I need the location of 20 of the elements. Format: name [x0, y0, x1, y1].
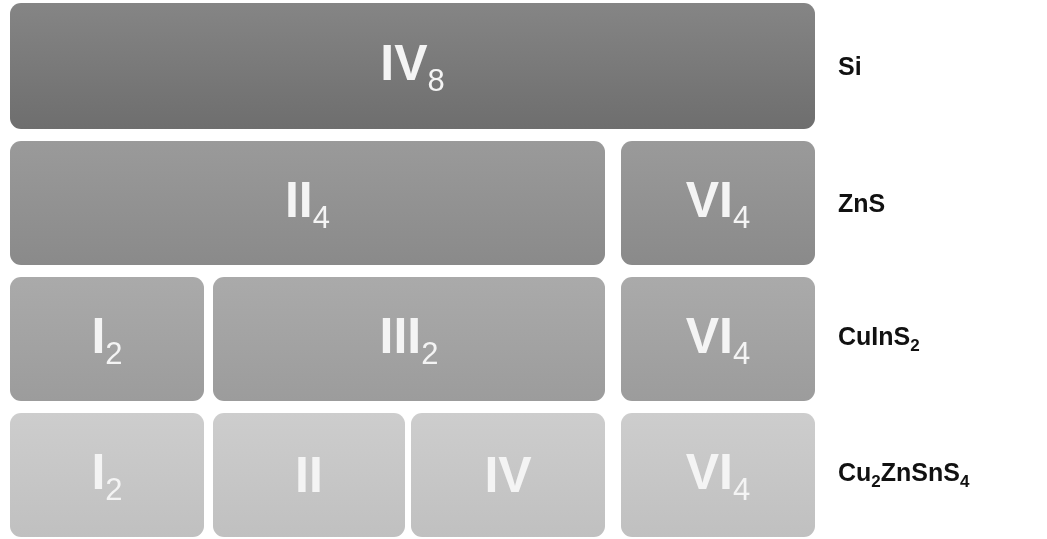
compound-formula: Si [838, 51, 862, 81]
compound-formula: ZnS [838, 188, 886, 218]
group-number: VI$_{4}$ [685, 170, 751, 236]
element-block [10, 3, 815, 129]
element-block [10, 141, 605, 265]
group-number: III$_{2}$ [379, 306, 439, 372]
compound-formula: Cu$_{2}$ZnSnS$_{4}$ [838, 458, 970, 492]
element-block [621, 141, 815, 265]
group-number: I$_{2}$ [91, 306, 123, 372]
element-block [213, 277, 605, 401]
element-block [213, 413, 405, 537]
group-number: II$_{4}$ [284, 170, 330, 236]
element-block [621, 277, 815, 401]
group-number: VI$_{4}$ [685, 306, 751, 372]
element-block [10, 413, 204, 537]
group-number: IV$_{8}$ [380, 33, 445, 99]
element-block [621, 413, 815, 537]
compound-formula: CuInS$_{2}$ [838, 322, 920, 356]
element-block [411, 413, 605, 537]
element-block [10, 277, 204, 401]
